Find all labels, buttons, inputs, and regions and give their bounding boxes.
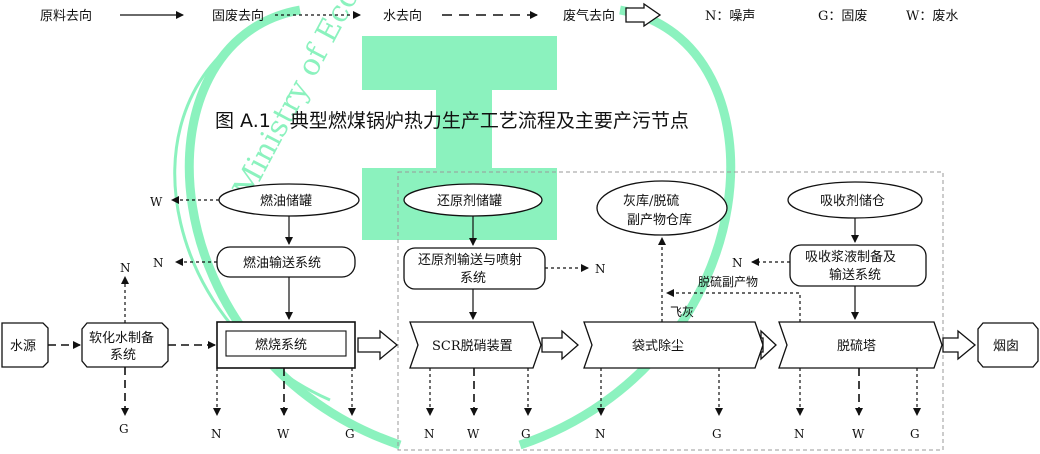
softening-system-label-2: 系统 xyxy=(110,348,136,363)
ash-store-label-1: 灰库/脱硫 xyxy=(623,193,679,209)
reductant-tank-label: 还原剂储罐 xyxy=(437,194,502,209)
desulfurizer-g-label: G xyxy=(910,427,920,441)
scr-n-label: N xyxy=(424,427,435,441)
scr-w-label: W xyxy=(467,427,480,441)
softening-g-label: G xyxy=(119,422,129,436)
softening-system-label-1: 软化水制备 xyxy=(89,330,154,346)
combustion-w-label: W xyxy=(277,427,290,441)
reductant-transfer-n-label: N xyxy=(595,262,606,276)
softening-n-label: N xyxy=(120,261,131,275)
ash-store-label-2: 副产物仓库 xyxy=(627,212,692,228)
slurry-n-label: N xyxy=(732,256,743,270)
absorbent-silo-label: 吸收剂储仓 xyxy=(820,194,885,209)
desulfurizer-box xyxy=(778,321,943,369)
oil-transfer-label: 燃油输送系统 xyxy=(243,255,321,271)
treatment-area-boundary xyxy=(397,171,944,451)
bag-filter-n-label: N xyxy=(595,427,606,441)
exhaust-arrow-3 xyxy=(760,329,777,361)
softening-system-box xyxy=(81,322,169,368)
chimney-box xyxy=(977,322,1039,368)
legend-raw-label: 原料去向 xyxy=(40,8,92,24)
legend-exhaust-arrow xyxy=(625,2,662,28)
legend-exhaust-label: 废气去向 xyxy=(563,8,615,24)
chimney-label: 烟囱 xyxy=(993,339,1019,354)
bag-filter-g-label: G xyxy=(712,427,722,441)
legend-solid-label: 固废去向 xyxy=(212,8,264,24)
legend-noise-key: N：噪声 xyxy=(705,9,755,24)
scr-box xyxy=(409,321,542,369)
legend-water-label: 水去向 xyxy=(383,8,422,24)
slurry-prep-box xyxy=(789,244,927,287)
legend-solid-key: G：固废 xyxy=(818,8,867,24)
combustion-g-label: G xyxy=(345,427,355,441)
exhaust-arrow-1 xyxy=(357,329,399,361)
water-source-label: 水源 xyxy=(10,339,36,354)
bag-filter-box xyxy=(583,321,764,369)
combustion-n-label: N xyxy=(211,427,222,441)
bag-filter-label: 袋式除尘 xyxy=(632,339,684,354)
desulfurizer-w-label: W xyxy=(852,427,865,441)
desulfurizer-n-label: N xyxy=(794,427,805,441)
reductant-transfer-label-1: 还原剂输送与喷射 xyxy=(418,252,522,268)
ash-store-ellipse xyxy=(596,180,728,236)
oil-tank-w-label: W xyxy=(150,195,163,209)
watermark-stem xyxy=(436,90,492,180)
desulfurizer-label: 脱硫塔 xyxy=(837,339,876,354)
watermark-bar-top xyxy=(362,36,557,90)
scr-label: SCR脱硝装置 xyxy=(432,339,513,354)
combustion-system-inner xyxy=(225,330,347,357)
byproduct-label: 脱硫副产物 xyxy=(698,274,758,289)
oil-transfer-n-label: N xyxy=(153,256,164,270)
scr-g-label: G xyxy=(521,427,531,441)
slurry-prep-label-1: 吸收浆液制备及 xyxy=(805,249,896,265)
figure-title: 图 A.1 典型燃煤锅炉热力生产工艺流程及主要产污节点 xyxy=(215,110,689,132)
water-source-box xyxy=(1,322,49,368)
reductant-transfer-label-2: 系统 xyxy=(460,271,486,286)
oil-tank-label: 燃油储罐 xyxy=(260,193,312,209)
legend-water-key: W：废水 xyxy=(906,8,958,24)
exhaust-arrow-2 xyxy=(541,329,579,361)
legend: 原料去向 固废去向 水去向 废气去向 N：噪声 G：固废 W：废水 xyxy=(40,2,958,28)
combustion-system-label: 燃烧系统 xyxy=(255,337,307,353)
fly-ash-label: 飞灰 xyxy=(670,305,694,319)
slurry-prep-label-2: 输送系统 xyxy=(829,267,881,283)
exhaust-arrow-4 xyxy=(942,329,977,361)
